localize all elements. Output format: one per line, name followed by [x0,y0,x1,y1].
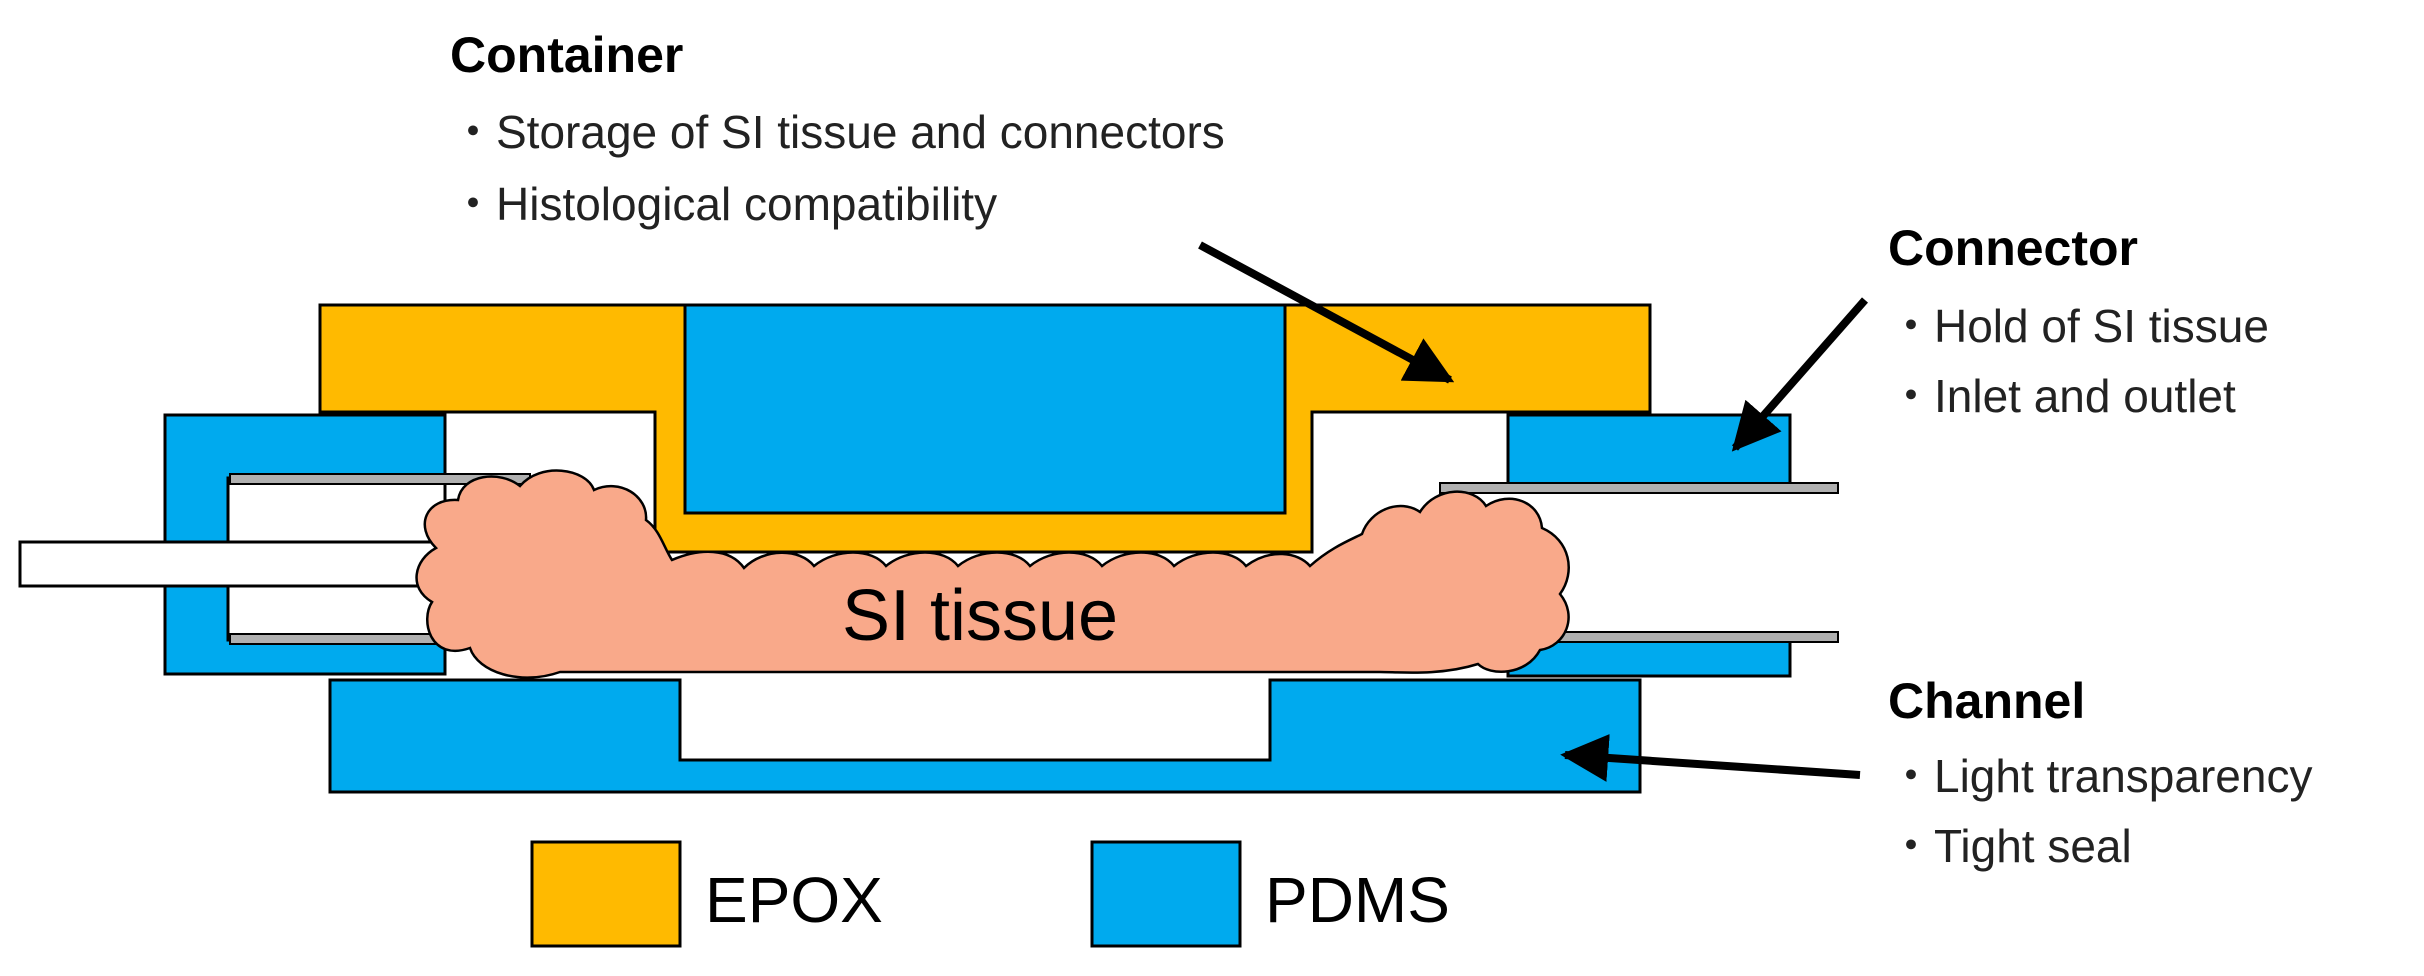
connector-arrow [1731,297,1869,452]
si-tissue [415,469,1570,679]
inlet-tube [18,540,462,588]
container-pdms-core [683,303,1287,515]
container-title: Container [450,27,683,83]
channel-pdms-block [328,678,1642,794]
right-lower-needle [1519,631,1839,643]
container-arrow [1198,241,1455,384]
channel-title: Channel [1888,673,2085,729]
legend-pdms-swatch [1090,840,1242,948]
container-bullet-1: ・Storage of SI tissue and connectors [450,106,1225,158]
connector-bullet-2: ・Inlet and outlet [1888,370,2236,422]
right-upper-needle [1439,482,1839,494]
connector-bullet-1: ・Hold of SI tissue [1888,300,2269,352]
channel-arrow [1560,733,1861,782]
legend-epox-label: EPOX [705,864,883,936]
channel-bullet-1: ・Light transparency [1888,750,2312,802]
connector-title: Connector [1888,220,2138,276]
container-bullet-2: ・Histological compatibility [450,178,997,230]
right-connector-top-pdms [1506,413,1792,487]
legend-pdms-label: PDMS [1265,864,1450,936]
legend-epox-swatch [530,840,682,948]
channel-bullet-2: ・Tight seal [1888,820,2132,872]
tissue-label: SI tissue [842,576,1118,656]
